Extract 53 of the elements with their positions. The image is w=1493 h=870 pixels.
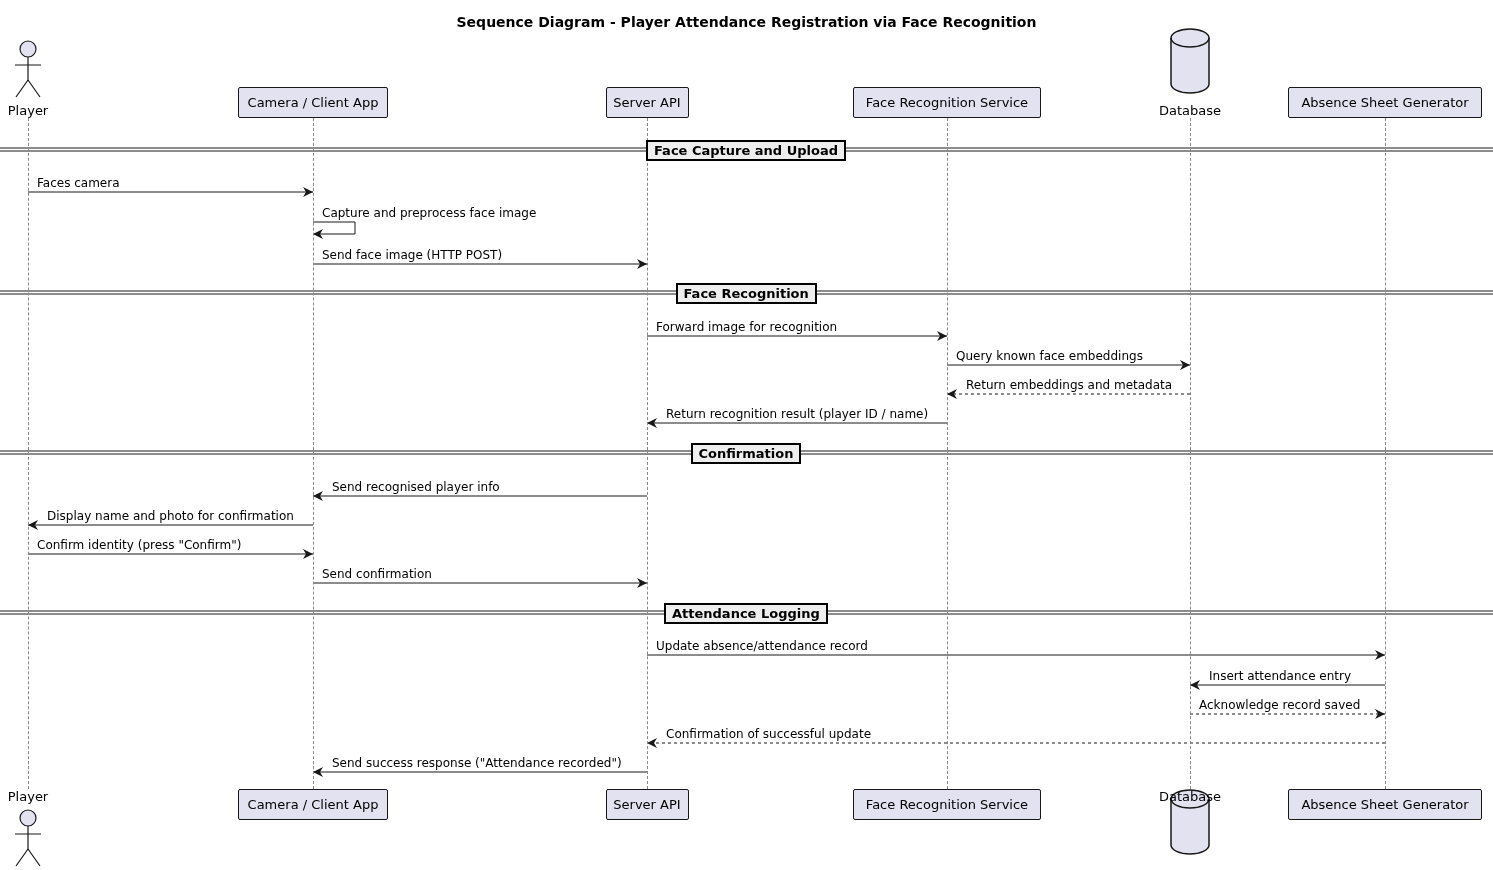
lifeline	[946, 118, 948, 789]
participant-box: Server API	[605, 789, 689, 820]
message-label: Confirm identity (press "Confirm")	[36, 538, 243, 552]
message-arrow	[1189, 680, 1386, 690]
message-arrow	[312, 491, 648, 501]
participant-box: Camera / Client App	[238, 87, 388, 118]
section-label: Attendance Logging	[664, 602, 828, 624]
message-label: Acknowledge record saved	[1198, 698, 1362, 712]
message-label: Forward image for recognition	[655, 320, 839, 334]
message-label: Query known face embeddings	[955, 349, 1144, 363]
message-arrow	[646, 331, 948, 341]
participant-box: Absence Sheet Generator	[1288, 87, 1482, 118]
lifeline	[1384, 118, 1386, 789]
message-arrow	[312, 221, 356, 239]
participant-label: Database	[1158, 103, 1222, 118]
message-arrow	[1189, 709, 1386, 719]
participant-label: Player	[6, 789, 50, 804]
message-arrow	[312, 767, 648, 777]
message-label: Update absence/attendance record	[655, 639, 869, 653]
message-arrow	[27, 520, 314, 530]
section-label: Face Capture and Upload	[646, 139, 846, 161]
message-arrow	[946, 389, 1191, 399]
participant-box: Camera / Client App	[238, 789, 388, 820]
participant-box: Face Recognition Service	[853, 789, 1041, 820]
message-label: Send success response ("Attendance recorded")	[331, 756, 623, 770]
participant-label: Player	[6, 103, 50, 118]
participant-box: Absence Sheet Generator	[1288, 789, 1482, 820]
message-arrow	[27, 549, 314, 559]
lifeline	[27, 118, 29, 789]
message-label: Faces camera	[36, 176, 121, 190]
message-label: Capture and preprocess face image	[321, 206, 538, 220]
message-label: Send confirmation	[321, 567, 433, 581]
message-label: Insert attendance entry	[1208, 669, 1353, 683]
message-arrow	[946, 360, 1191, 370]
message-label: Send face image (HTTP POST)	[321, 248, 504, 262]
diagram-title: Sequence Diagram - Player Attendance Registration via Face Recognition	[455, 14, 1038, 30]
message-label: Return embeddings and metadata	[965, 378, 1174, 392]
message-label: Send recognised player info	[331, 480, 501, 494]
message-label: Display name and photo for confirmation	[46, 509, 295, 523]
message-arrow	[646, 650, 1386, 660]
message-arrow	[646, 418, 948, 428]
message-arrow	[27, 187, 314, 197]
message-arrow	[312, 259, 648, 269]
lifeline	[1189, 118, 1191, 789]
message-label: Confirmation of successful update	[665, 727, 873, 741]
message-arrow	[646, 738, 1386, 748]
message-label: Return recognition result (player ID / name)	[665, 407, 930, 421]
lifeline	[312, 118, 314, 789]
participant-box: Server API	[605, 87, 689, 118]
section-label: Face Recognition	[675, 282, 817, 304]
participant-box: Face Recognition Service	[853, 87, 1041, 118]
section-label: Confirmation	[690, 442, 802, 464]
message-arrow	[312, 578, 648, 588]
